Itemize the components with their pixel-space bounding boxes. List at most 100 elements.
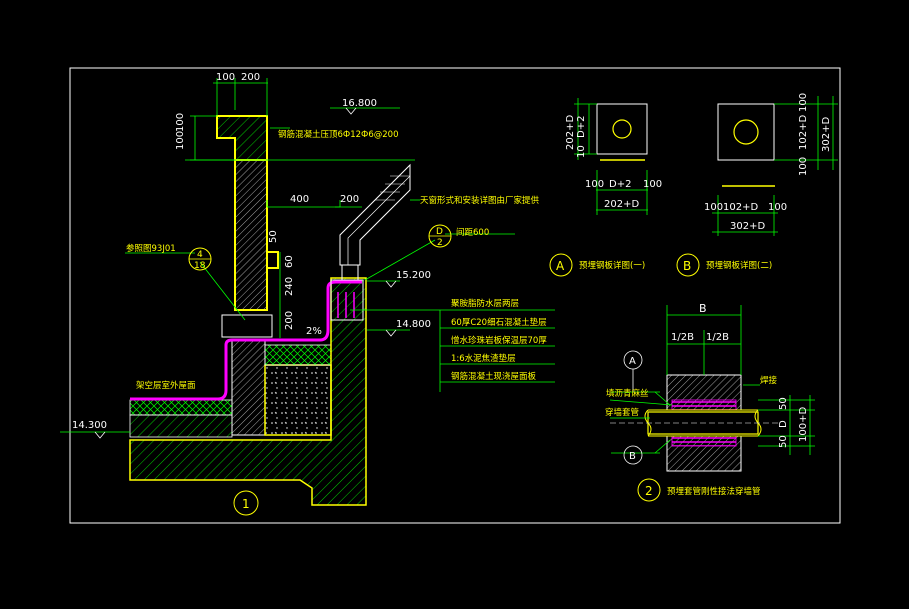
dim-left-100a: 100 <box>175 113 186 132</box>
label-a-letter: A <box>556 259 565 273</box>
plate-2-dims <box>712 96 838 236</box>
ref-number-2: 2 <box>437 238 443 248</box>
note-reference-std: 参照图93J01 <box>126 243 176 254</box>
plate-2-dim-b102d: 102+D <box>723 202 758 213</box>
elev-mark-14300 <box>94 431 106 439</box>
sleeve-dim-b: B <box>699 302 707 315</box>
plate-1-square <box>596 103 648 155</box>
ref-letter-d: D <box>436 227 443 237</box>
plate-1-dim-b100b: 100 <box>643 179 662 190</box>
note-fill: 填沥青麻丝 <box>606 388 649 399</box>
plate-2-dim-r302d: 302+D <box>821 117 832 152</box>
elev-mark-14800 <box>385 329 397 337</box>
detail-number-1: 1 <box>242 497 250 511</box>
concrete-infill <box>264 364 332 436</box>
ref-std-top: 4 <box>197 250 203 260</box>
detail-number-2: 2 <box>645 484 653 498</box>
layer-2: 60厚C20细石混凝土垫层 <box>451 317 547 328</box>
roof-parapet-section <box>129 115 411 506</box>
dim-60: 60 <box>284 255 295 268</box>
main-dimensions <box>60 78 415 433</box>
plate-1-dim-10: 10 <box>576 145 587 158</box>
sleeve-leaders <box>609 384 760 419</box>
plate-2-hole <box>733 119 759 145</box>
plate-2-dim-b100b: 100 <box>768 202 787 213</box>
dim-240: 240 <box>284 277 295 296</box>
waterproof-membrane <box>130 280 362 401</box>
ref-std-bottom: 18 <box>194 261 206 271</box>
drip-ledge <box>267 251 279 269</box>
plate-2-dim-b100a: 100 <box>704 202 723 213</box>
overhead-floor-layer1 <box>129 399 233 416</box>
elevation-14800: 14.800 <box>396 319 431 330</box>
sleeve-dim-rd: D <box>778 420 789 428</box>
structural-beam <box>129 277 367 506</box>
dim-top-100: 100 <box>216 72 235 83</box>
dim-200-mid: 200 <box>340 194 359 205</box>
note-overhead-roof: 架空层室外屋面 <box>136 380 196 391</box>
marker-a-letter: A <box>629 356 636 367</box>
sleeve-dims <box>611 305 815 455</box>
dim-200-low: 200 <box>284 311 295 330</box>
plate-1-dims <box>574 98 648 215</box>
plate-2-dim-r100b: 100 <box>798 157 809 176</box>
skylight-base <box>341 264 359 281</box>
plate-2-square <box>717 103 775 161</box>
detail-marker-1 <box>233 490 259 516</box>
sleeve-dim-half1: 1/2B <box>671 332 694 343</box>
skylight-pipe <box>339 163 411 266</box>
sleeve-seal-lower <box>671 435 737 447</box>
plate-1-dim-b100a: 100 <box>585 179 604 190</box>
pipe-hatch <box>375 175 410 201</box>
label-a-text: 预埋钢板详图(一) <box>579 260 645 271</box>
note-skylight: 天窗形式和安装详图由厂家提供 <box>420 195 540 206</box>
drawing-frame <box>69 67 841 524</box>
plate-1-hole <box>612 119 632 139</box>
plate-1-dim-bd2: D+2 <box>609 179 631 190</box>
sleeve-dim-total: 100+D <box>798 407 809 442</box>
label-b-text: 预埋钢板详图(二) <box>706 260 772 271</box>
plate-2-dim-r102d: 102+D <box>798 115 809 150</box>
anchor-bolts <box>337 292 355 318</box>
layer-1: 聚胺脂防水层两层 <box>451 298 519 309</box>
sleeve-dim-half2: 1/2B <box>706 332 729 343</box>
sleeve-dim-r50a: 50 <box>778 397 789 410</box>
dim-left-100b: 100 <box>175 131 186 150</box>
dim-400: 400 <box>290 194 309 205</box>
elevation-14300: 14.300 <box>72 420 107 431</box>
plate-1-dim-202d: 202+D <box>565 115 576 150</box>
elevation-16800: 16.800 <box>342 98 377 109</box>
layer-5: 钢筋混凝土现浇屋面板 <box>451 371 537 382</box>
marker-b-circle <box>623 445 643 465</box>
sleeve-title: 预埋套管刚性接法穿墙管 <box>667 486 761 497</box>
insulation-layer <box>264 344 332 366</box>
dim-50: 50 <box>268 230 279 243</box>
elev-mark-15200 <box>385 280 397 288</box>
embedded-plate-1: 202+D D+2 10 100 D+2 100 202+D <box>565 98 662 215</box>
parapet-wall <box>234 159 268 311</box>
sleeve-dim-r50b: 50 <box>778 435 789 448</box>
label-a-circle <box>549 253 573 277</box>
overhead-floor-layer2 <box>129 414 233 438</box>
dim-top-200: 200 <box>241 72 260 83</box>
layer-3: 憎水珍珠岩板保温层70厚 <box>451 335 547 346</box>
sleeve-seal-upper <box>671 399 737 411</box>
skylight-pipe-inner <box>347 175 411 265</box>
note-weld: 焊接 <box>760 375 778 386</box>
plate-2-dim-total: 302+D <box>730 221 765 232</box>
coping-outline <box>216 115 268 161</box>
layer-4: 1:6水泥焦渣垫层 <box>451 353 516 364</box>
wall-sleeve-detail <box>609 305 815 472</box>
main-leaders <box>125 107 555 392</box>
plate-2-dim-r100a: 100 <box>798 93 809 112</box>
detail-marker-2 <box>637 478 661 502</box>
label-b-circle <box>676 253 700 277</box>
lower-wall <box>231 339 266 436</box>
plate-1-dim-d2: D+2 <box>576 116 587 138</box>
embedded-plate-2: 100 102+D 100 302+D 100 102+D 100 302+D <box>704 93 838 236</box>
slope-label: 2% <box>306 326 322 337</box>
note-coping: 钢筋混凝土压顶6Ф12Ф6@200 <box>278 129 399 140</box>
label-b-letter: B <box>683 259 691 273</box>
elev-mark-16800 <box>345 107 357 115</box>
